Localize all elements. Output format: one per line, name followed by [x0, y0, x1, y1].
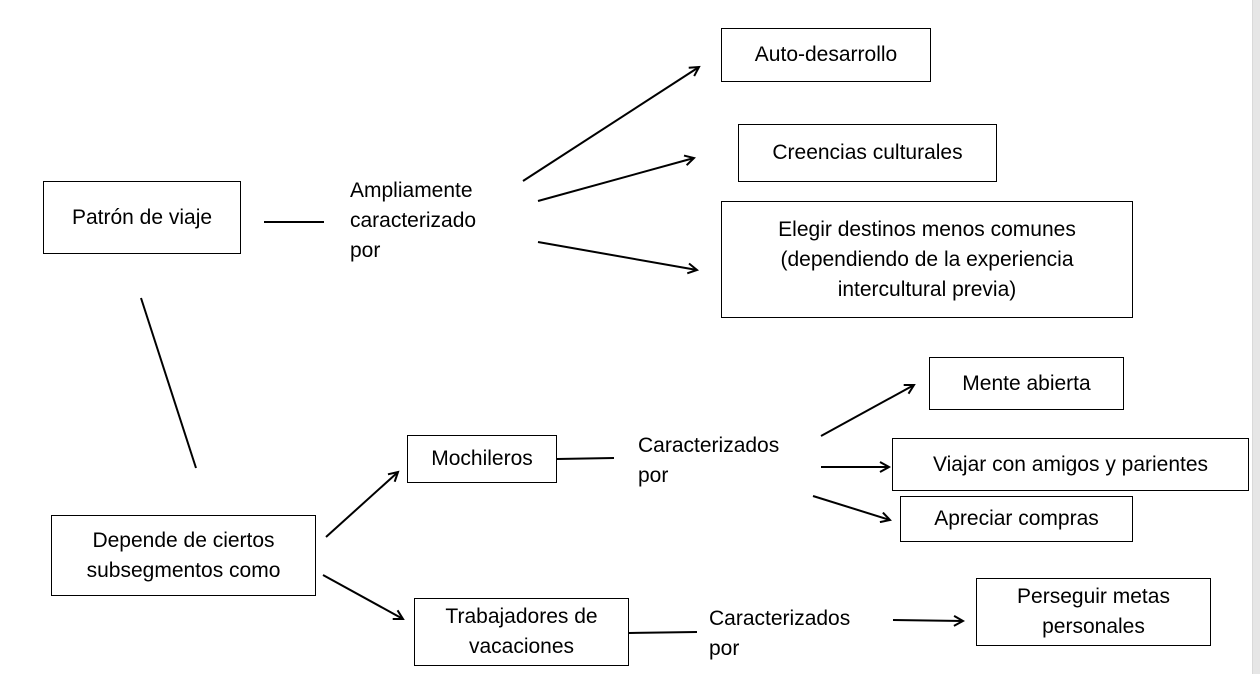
arrow-to-mente-abierta [820, 385, 914, 437]
arrow-to-perseguir-metas [892, 620, 963, 621]
node-mente-abierta: Mente abierta [929, 357, 1124, 410]
node-mochileros: Mochileros [407, 435, 557, 483]
relation-label-trabajadores: Caracterizados por [709, 607, 851, 660]
arrow-to-trabajadores [322, 574, 403, 619]
node-creencias-culturales: Creencias culturales [738, 124, 997, 182]
node-auto-desarrollo: Auto-desarrollo [721, 28, 931, 82]
node-label: Patrón de viaje [71, 205, 213, 229]
node-patron-de-viaje: Patrón de viaje [43, 181, 241, 254]
node-apreciar-compras: Apreciar compras [900, 496, 1133, 542]
node-depende-subsegmentos: Depende de ciertos subsegmentos como [51, 515, 316, 596]
relation-label-ampliamente: Ampliamente caracterizado por [350, 179, 477, 262]
arrow-to-mochileros [325, 472, 398, 538]
connector-mochileros-to-relation [556, 457, 615, 460]
node-perseguir-metas: Perseguir metas personales [976, 578, 1211, 646]
scrollbar-track[interactable] [1252, 0, 1260, 674]
arrow-to-auto-desarrollo [522, 67, 699, 182]
arrow-to-apreciar-compras [812, 495, 890, 520]
node-trabajadores-de-vacaciones: Trabajadores de vacaciones [414, 598, 629, 666]
arrow-to-elegir-destinos [537, 241, 697, 270]
node-elegir-destinos: Elegir destinos menos comunes (dependien… [721, 201, 1133, 318]
connector-root-to-subsegments [140, 297, 197, 469]
node-viajar-con-amigos: Viajar con amigos y parientes [892, 438, 1249, 491]
arrow-to-creencias-culturales [537, 158, 694, 202]
connector-trabajadores-to-relation [628, 631, 698, 634]
relation-label-mochileros: Caracterizados por [638, 434, 780, 487]
